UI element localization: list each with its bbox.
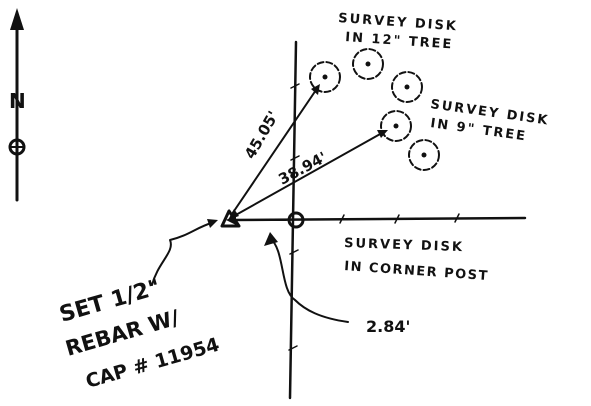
tree-icons [309,48,440,171]
arrowhead-icon [377,130,388,138]
corner-post-circle-icon [287,211,305,229]
distance-12-tree: 45.05' [241,108,283,162]
tree-icon [408,139,440,171]
horizontal-line [228,213,527,224]
label-corner-post-1: SURVEY DISK [344,236,464,255]
north-arrow-head-icon [10,8,24,30]
arrowhead-icon [264,232,278,246]
tree-icon [391,71,423,103]
leader-2-84 [269,237,349,323]
tree-12-icon [309,61,341,93]
distance-corner-post: 2.84' [366,317,410,336]
label-corner-post-2: IN CORNER POST [344,259,490,284]
north-arrow: N [8,8,26,202]
tree-icon [352,48,384,80]
tree-9-icon [380,110,412,142]
leader-rebar [151,221,215,286]
distance-9-tree: 38.94' [275,148,329,188]
arrowhead-icon [228,209,239,220]
arrowhead-icon [311,84,320,95]
arrowhead-icon [226,215,236,225]
tie-lines [226,84,388,225]
label-disk-12-tree-2: IN 12" TREE [345,30,454,53]
arrowhead-icon [207,219,218,228]
north-label: N [9,89,26,113]
